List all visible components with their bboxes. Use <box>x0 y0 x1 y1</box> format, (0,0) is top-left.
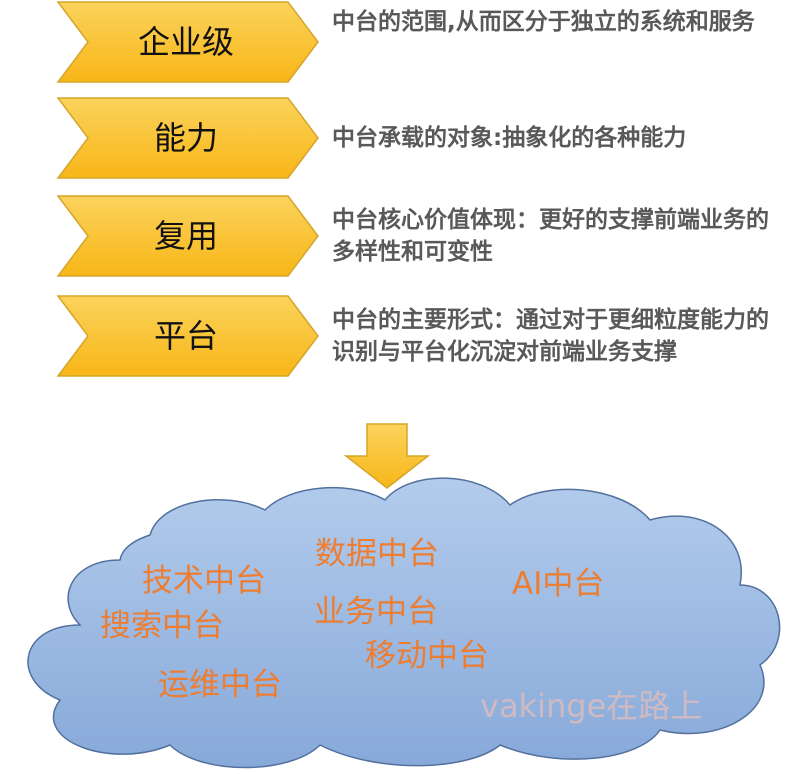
watermark-text: vakinge在路上 <box>480 687 703 725</box>
chevron-shape-4 <box>56 295 319 377</box>
cloud-item-ai: AI中台 <box>512 566 605 602</box>
cloud-shape <box>27 477 781 769</box>
desc-enterprise: 中台的范围,从而区分于独立的系统和服务 <box>332 9 755 35</box>
chevron-shape-2 <box>56 97 319 179</box>
cloud-item-data: 数据中台 <box>315 536 439 572</box>
desc-platform: 中台的主要形式：通过对于更细粒度能力的识别与平台化沉淀对前端业务支撑 <box>332 307 769 365</box>
chevron-label-platform: 平台 <box>153 317 218 355</box>
chevron-label-capability: 能力 <box>153 119 218 157</box>
chevron-shape-3 <box>56 195 319 277</box>
cloud-item-search: 搜索中台 <box>100 608 224 644</box>
cloud-item-ops: 运维中台 <box>158 667 282 703</box>
chevron-shape-1 <box>56 1 319 83</box>
cloud-item-tech: 技术中台 <box>142 563 266 599</box>
down-arrow-icon <box>343 423 431 489</box>
cloud-item-business: 业务中台 <box>314 594 438 630</box>
chevron-label-enterprise: 企业级 <box>137 23 234 61</box>
desc-reuse: 中台核心价值体现：更好的支撑前端业务的多样性和可变性 <box>332 207 769 265</box>
chevron-label-reuse: 复用 <box>153 217 218 255</box>
cloud-item-mobile: 移动中台 <box>365 638 489 674</box>
desc-capability: 中台承载的对象:抽象化的各种能力 <box>332 125 687 151</box>
